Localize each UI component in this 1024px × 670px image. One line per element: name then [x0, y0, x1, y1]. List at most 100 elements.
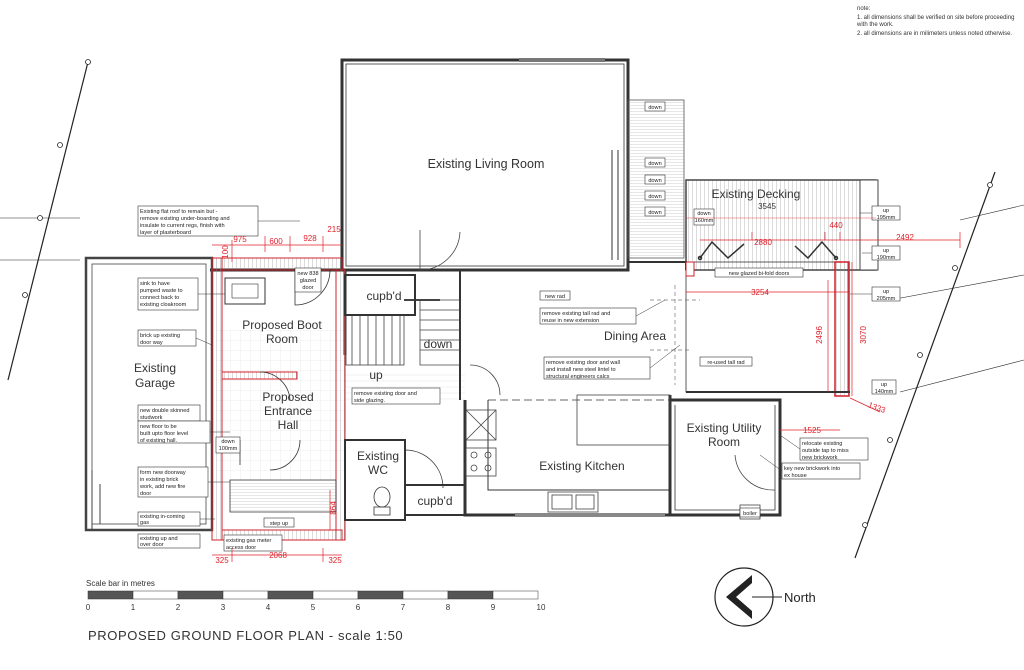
dim-864: 864	[329, 501, 338, 515]
notes-heading: note:	[857, 6, 871, 12]
callout-flat-roof: remove existing under-boarding and	[140, 216, 230, 222]
scale-tick: 6	[356, 603, 361, 612]
callout-up-over-door: over door	[140, 542, 164, 548]
note-item: 2. all dimensions are in milimeters unle…	[857, 30, 1013, 37]
scale-tick: 1	[131, 603, 136, 612]
new-walls	[211, 257, 346, 541]
callout-up-205: 205mm	[877, 296, 896, 302]
north-label: North	[784, 590, 816, 605]
callout-flat-roof: layer of plasterboard	[140, 230, 191, 236]
callout-remove-door-glazing: side glazing.	[354, 398, 386, 404]
dining-openings	[650, 285, 700, 385]
callout-form-doorway: door	[140, 491, 151, 497]
note-item: 1. all dimensions shall be verified on s…	[857, 14, 1015, 29]
callout-up-205: up	[883, 289, 889, 295]
dim-100: 100	[221, 245, 230, 259]
scale-tick: 4	[266, 603, 271, 612]
room-labels: Existing Living Room Existing Decking Di…	[134, 157, 800, 508]
room-garage-line2: Garage	[135, 376, 175, 390]
callout-up-140: 140mm	[875, 389, 894, 395]
wc-room	[344, 439, 444, 521]
scale-tick: 10	[537, 603, 546, 612]
tag-down: down	[648, 178, 661, 184]
room-garage-line1: Existing	[134, 361, 176, 375]
north-arrow-icon	[726, 575, 752, 619]
dim-928: 928	[303, 234, 317, 243]
scale-tick: 3	[221, 603, 226, 612]
callout-sink: sink to have	[140, 281, 170, 287]
tag-down: down	[648, 161, 661, 167]
room-entrance-line3: Hall	[278, 418, 299, 432]
room-entrance-line2: Entrance	[264, 404, 312, 418]
scale-tick: 8	[446, 603, 451, 612]
room-utility-line2: Room	[708, 435, 740, 449]
callout-remove-tall-rad: reuse in new extension	[542, 318, 599, 324]
callout-remove-wall: and install new steel lintel to	[546, 367, 616, 373]
scale-tick: 5	[311, 603, 316, 612]
tag-step-up: step up	[270, 521, 288, 527]
dim-3545: 3545	[758, 202, 776, 211]
callout-new-floor: built upto floor level	[140, 431, 188, 437]
dim-975: 975	[233, 235, 247, 244]
dimension-lines	[212, 217, 961, 562]
tag-down-deck-mm: 160mm	[695, 218, 714, 224]
interior-lines	[224, 269, 337, 513]
dim-2496: 2496	[815, 326, 824, 344]
room-wc-line1: Existing	[357, 449, 399, 463]
callout-sink: pumped waste to	[140, 288, 183, 294]
tag-door: door	[302, 285, 313, 291]
room-entrance-line1: Proposed	[262, 390, 313, 404]
notes-block: note: 1. all dimensions shall be verifie…	[857, 6, 1022, 39]
callout-gas-meter: existing gas meter	[226, 538, 272, 544]
callout-up-140: up	[881, 382, 887, 388]
dim-1525: 1525	[803, 426, 821, 435]
callout-new-floor: new floor to be	[140, 424, 177, 430]
dim-325-right: 325	[328, 556, 342, 565]
callout-remove-wall: remove existing door and wall	[546, 360, 620, 366]
callout-sink: connect back to	[140, 295, 179, 301]
tag-boiler: boiler	[743, 511, 757, 517]
callout-boxes	[137, 205, 901, 552]
callout-remove-door-glazing: remove existing door and	[354, 391, 417, 397]
callout-brick-up: brick up existing	[140, 333, 180, 339]
boundary-lines	[0, 61, 1024, 559]
tag-new-rad: new rad	[545, 294, 565, 300]
callout-sink: existing cloakroom	[140, 302, 187, 308]
dim-1333: 1333	[867, 400, 887, 415]
dim-215: 215	[327, 225, 341, 234]
callout-form-doorway: form new doorway	[140, 470, 186, 476]
tag-down-deck: down	[697, 211, 710, 217]
callout-relocate-tap: new brickwork	[802, 455, 838, 461]
callout-double-skinned: new double skinned	[140, 408, 189, 414]
stairs	[345, 230, 461, 366]
room-boot-line1: Proposed Boot	[242, 318, 322, 332]
tag-down-hall: down	[221, 439, 234, 445]
dim-2068: 2068	[269, 551, 287, 560]
room-cupboard-2: cupb'd	[418, 494, 453, 508]
step-tags	[215, 101, 804, 528]
north-arrow: North	[714, 567, 816, 627]
callout-up-195: up	[883, 208, 889, 214]
entrance-floor-tiles	[216, 330, 346, 480]
tag-down: down	[648, 210, 661, 216]
callout-new-floor: of existing hall.	[140, 438, 177, 444]
callout-up-195: 195mm	[877, 215, 896, 221]
callout-relocate-tap: outside tap to miss	[802, 448, 849, 454]
dim-440: 440	[829, 221, 843, 230]
tag-down: down	[648, 194, 661, 200]
tag-reused-rad: re-used tall rad	[707, 360, 744, 366]
new-extension	[685, 261, 850, 397]
callout-gas-meter: access door	[226, 545, 256, 551]
callout-form-doorway: in existing brick	[140, 477, 178, 483]
room-utility-line1: Existing Utility	[687, 421, 762, 435]
dim-3070: 3070	[859, 326, 868, 344]
callout-texts: Existing flat roof to remain but - remov…	[139, 208, 896, 551]
dim-600: 600	[269, 237, 283, 246]
callout-key-brickwork: key new brickwork into	[784, 466, 840, 472]
room-living: Existing Living Room	[428, 157, 545, 171]
callout-remove-wall: structural engineers calcs	[546, 374, 610, 380]
dim-325-left: 325	[215, 556, 229, 565]
step-tag-texts: down down down down down step up boiler …	[219, 105, 790, 527]
callout-form-doorway: work, add new fire	[139, 484, 185, 490]
callout-up-190: up	[883, 248, 889, 254]
